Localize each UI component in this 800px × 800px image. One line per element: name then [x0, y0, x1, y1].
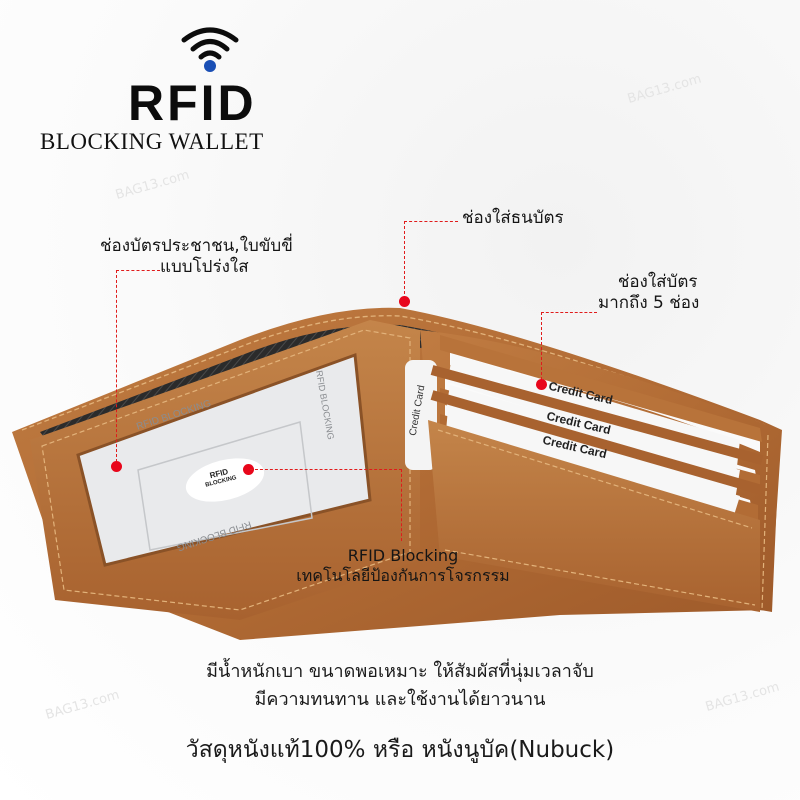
marker-dot [111, 461, 122, 472]
annotation-card-slots-line1: ช่องใส่บัตร [617, 272, 698, 292]
feature-text-line2: มีความทนทาน และใช้งานได้ยาวนาน [254, 689, 546, 710]
leader-line [541, 312, 542, 380]
leader-line [116, 270, 117, 462]
annotation-rfid-line2: เทคโนโลยีป้องกันการโจรกรรม [296, 566, 510, 585]
marker-dot [243, 464, 254, 475]
annotation-card-slots: ช่องใส่บัตร มากถึง 5 ช่อง [598, 272, 699, 315]
annotation-id-window-line1: ช่องบัตรประชาชน,ใบขับขี่ [100, 236, 293, 256]
front-pocket [428, 420, 760, 612]
feature-text-line1: มีน้ำหนักเบา ขนาดพอเหมาะ ให้สัมผัสที่นุ่… [206, 661, 594, 682]
leader-line [401, 469, 402, 541]
logo-subtitle: BLOCKING WALLET [40, 129, 264, 154]
side-credit-card [405, 360, 437, 470]
annotation-id-window: ช่องบัตรประชาชน,ใบขับขี่ แบบโปร่งใส [100, 236, 293, 279]
annotation-rfid-line1: RFID Blocking [347, 546, 459, 565]
rfid-signal-icon [181, 27, 239, 72]
leader-line [250, 469, 402, 470]
annotation-card-slots-line2: มากถึง 5 ช่อง [598, 293, 700, 314]
annotation-bill-slot: ช่องใส่ธนบัตร [462, 208, 564, 228]
leader-line [404, 221, 458, 222]
material-text: วัสดุหนังแท้100% หรือ หนังนูบัค(Nubuck) [185, 737, 615, 763]
rfid-logo: RFID BLOCKING WALLET [30, 18, 310, 153]
leader-line [404, 221, 405, 299]
logo-title: RFID [128, 75, 257, 131]
marker-dot [536, 379, 547, 390]
annotation-id-window-line2: แบบโปร่งใส [160, 257, 249, 278]
marker-dot [399, 296, 410, 307]
leader-line [541, 312, 597, 313]
leader-line [116, 270, 160, 271]
annotation-rfid: RFID Blocking เทคโนโลยีป้องกันการโจรกรรม [268, 546, 538, 586]
